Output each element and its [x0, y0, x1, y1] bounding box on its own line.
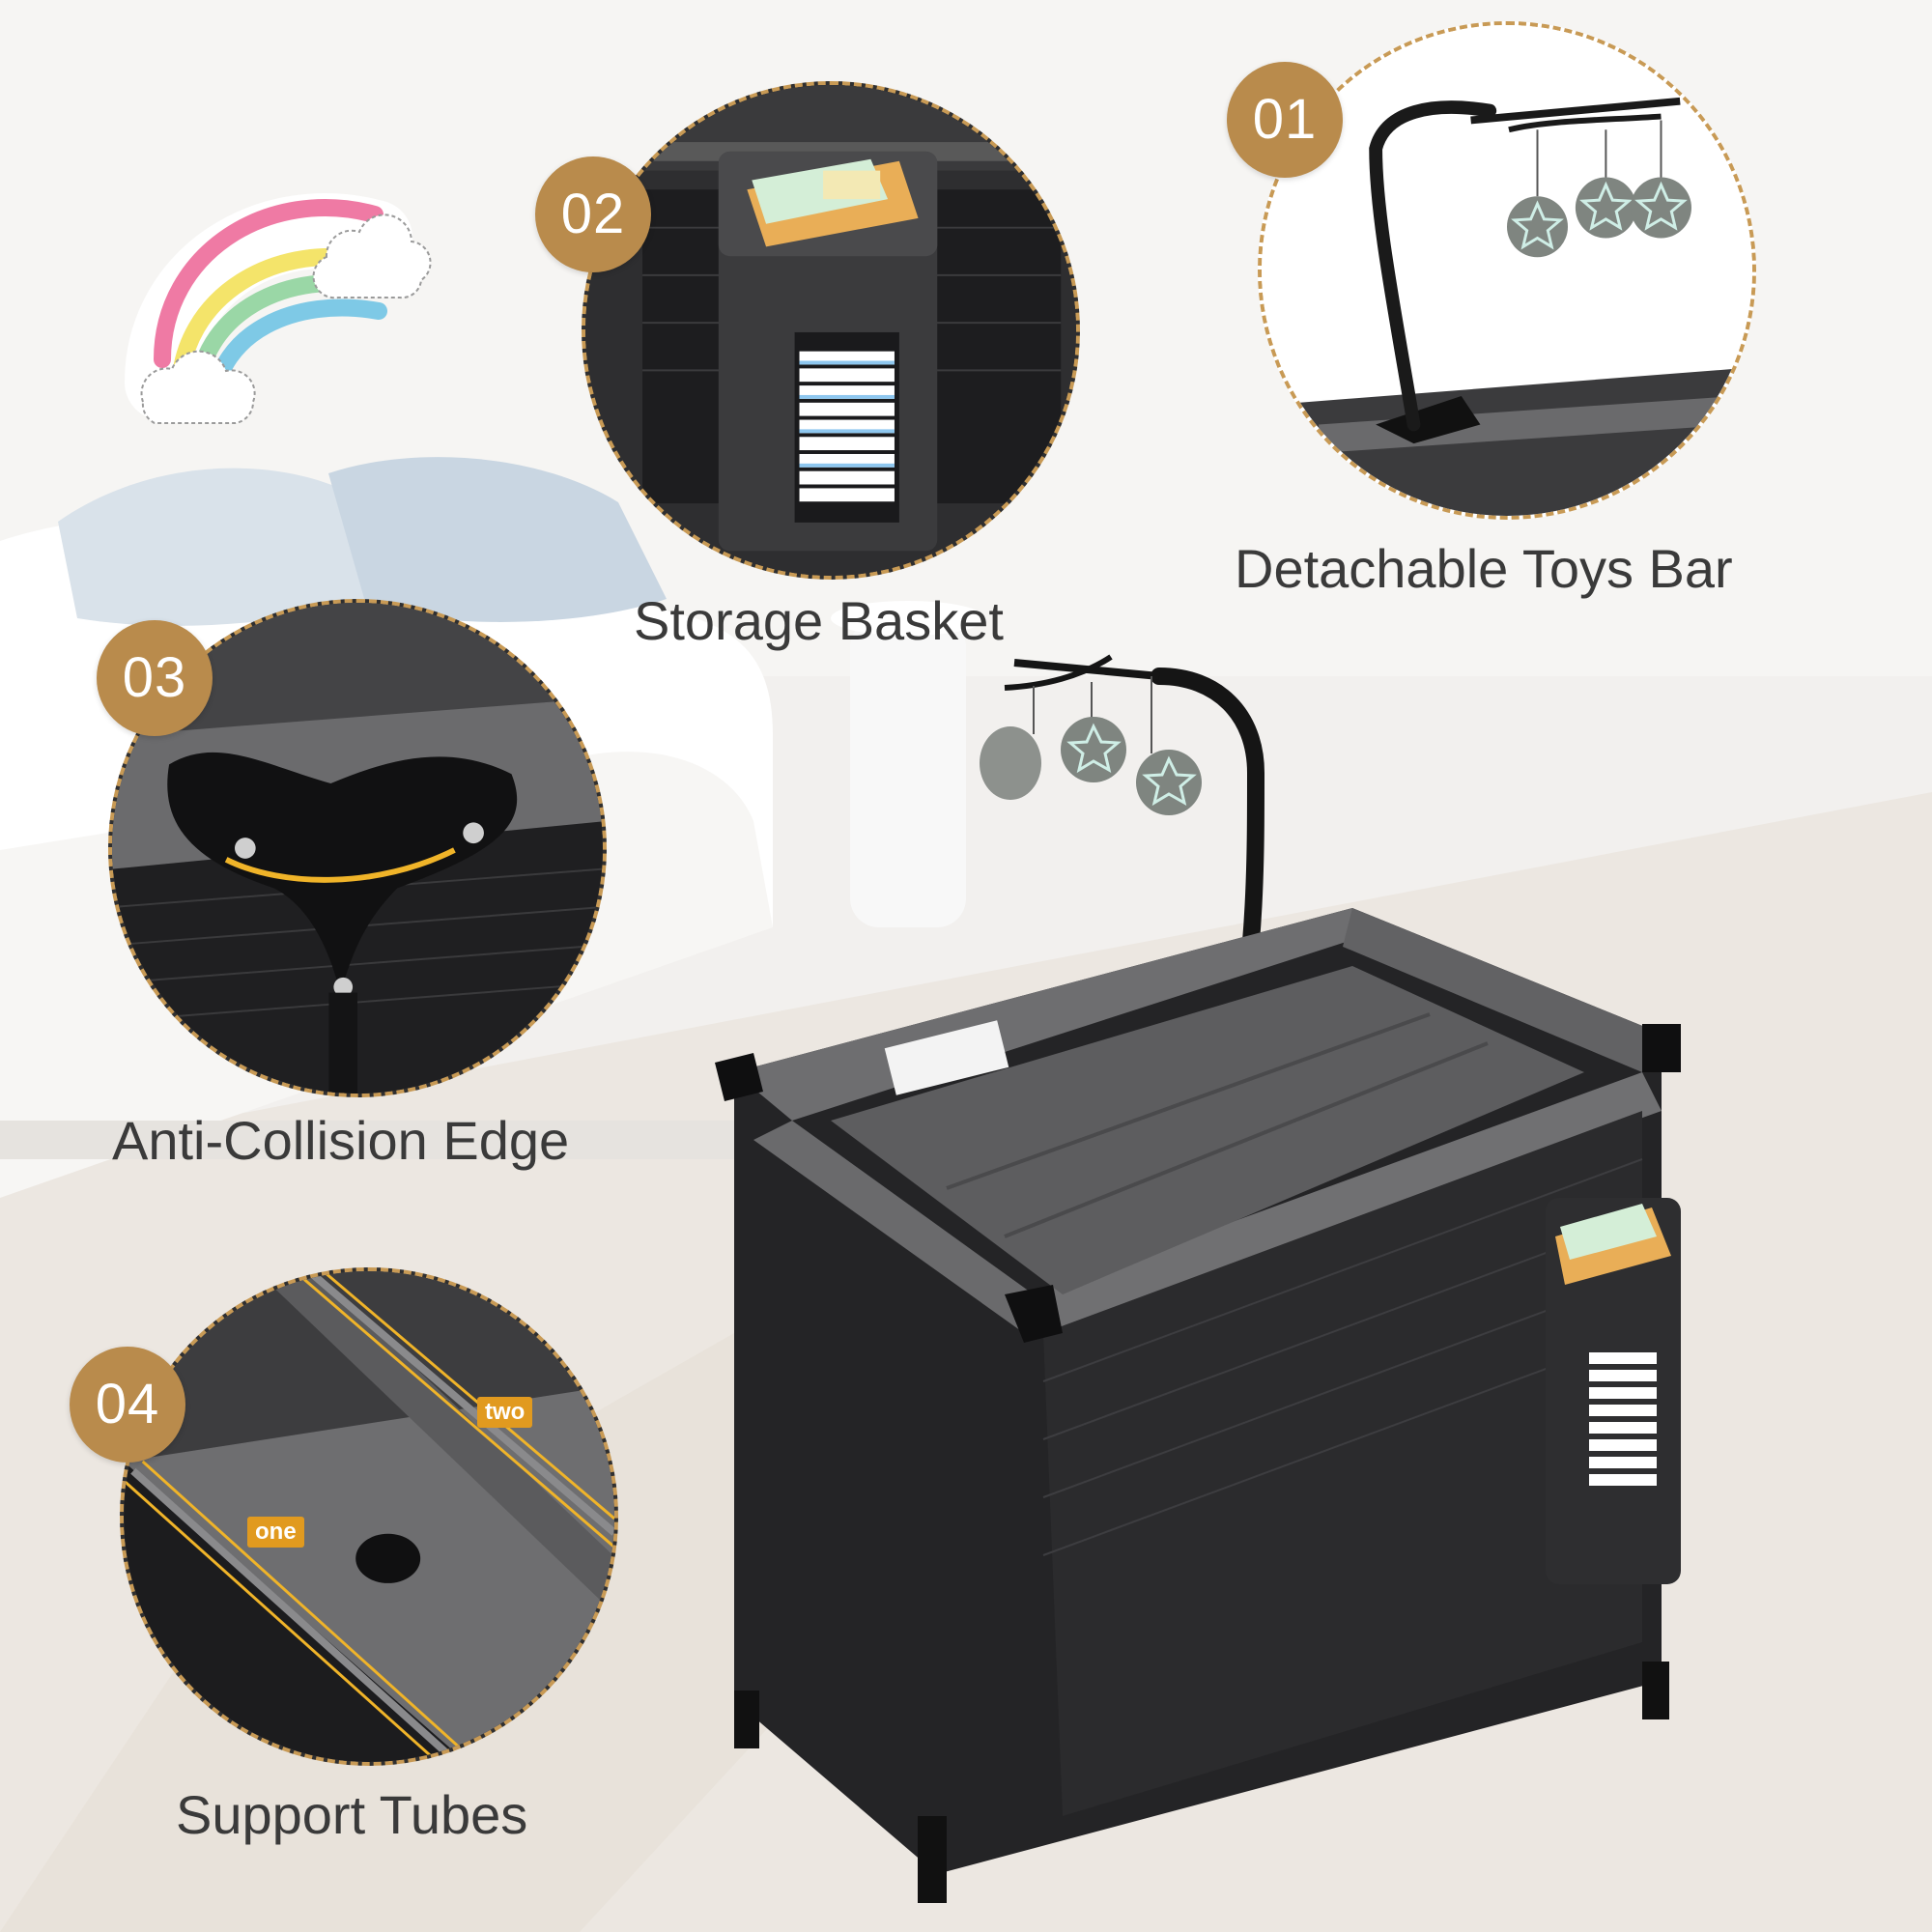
feature-number-badge: 02: [535, 156, 651, 272]
feature-number-badge: 04: [70, 1347, 185, 1463]
anti-collision-edge-image: [112, 603, 603, 1094]
rainbow-icon: [125, 193, 432, 424]
toy-star-icon: [1507, 177, 1691, 258]
toys-bar-image: [1262, 25, 1752, 516]
feature-number-badge: 01: [1227, 62, 1343, 178]
toys-bar-caption: Detachable Toys Bar: [1235, 538, 1733, 599]
anti-collision-edge-caption: Anti-Collision Edge: [112, 1110, 570, 1171]
tube-label-two: two: [477, 1397, 533, 1428]
storage-basket-image: [585, 85, 1076, 576]
tube-label-one: one: [247, 1517, 304, 1548]
storage-basket-callout: [582, 81, 1080, 580]
crib-image: [715, 654, 1681, 1903]
support-tubes-caption: Support Tubes: [176, 1784, 528, 1845]
support-tubes-callout: [120, 1267, 618, 1766]
toys-bar-callout: [1258, 21, 1756, 520]
feature-number-badge: 03: [97, 620, 213, 736]
support-tubes-image: [124, 1271, 614, 1762]
anti-collision-edge-callout: [108, 599, 607, 1097]
storage-basket-caption: Storage Basket: [634, 590, 1004, 651]
